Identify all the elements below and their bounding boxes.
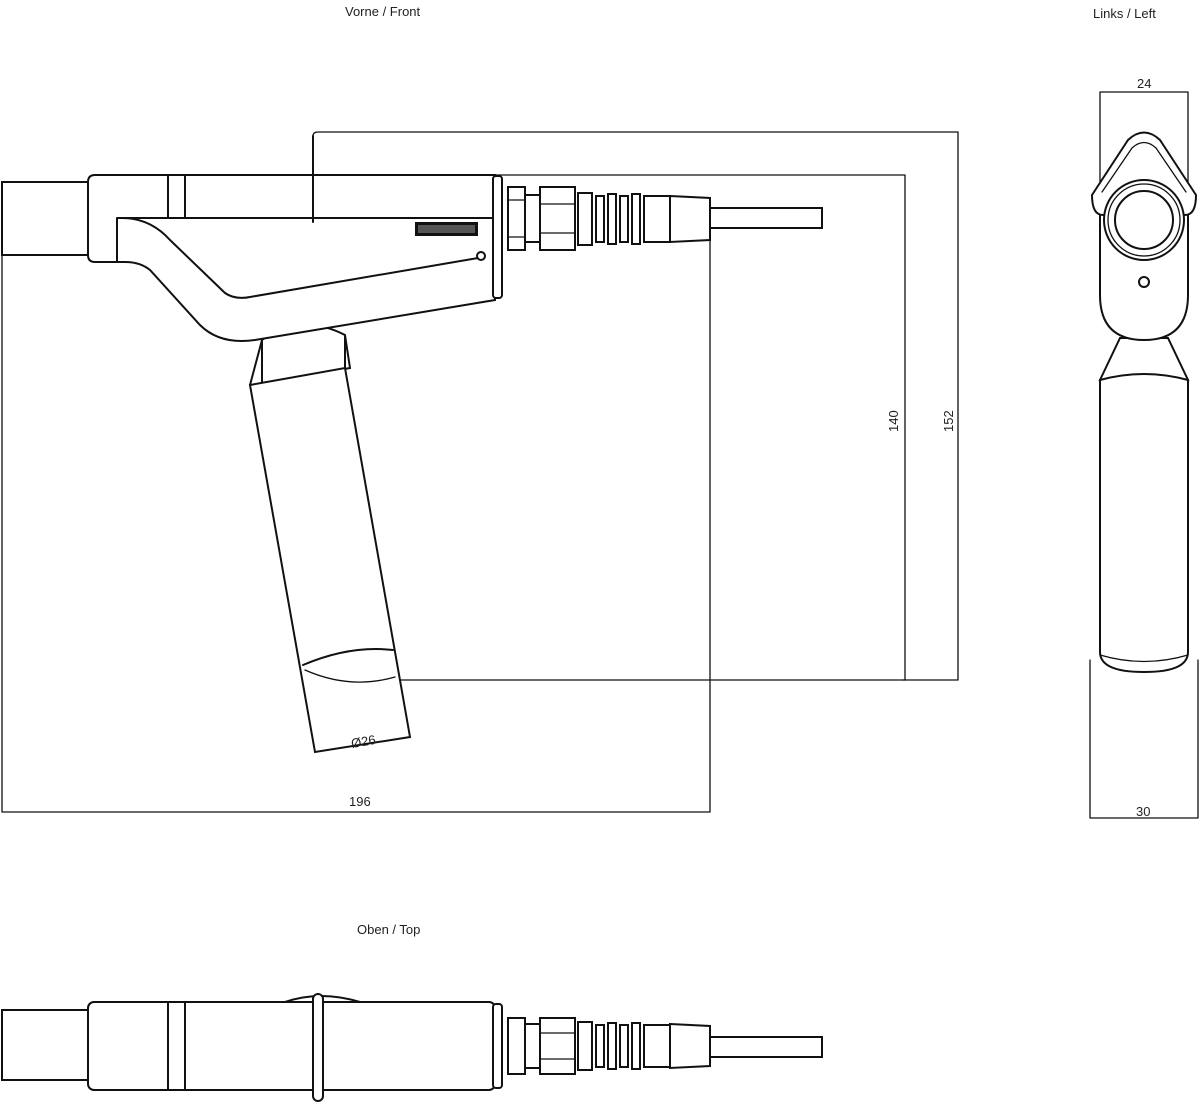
front-view: 196 140 152 Ø26 [1, 131, 959, 813]
top-view [1, 993, 823, 1102]
left-view-title: Links / Left [1093, 6, 1156, 21]
left-view: 24 30 [1089, 76, 1199, 819]
top-nozzle [1, 1009, 89, 1081]
grip: Ø26 [248, 323, 412, 754]
indicator-led [476, 251, 486, 261]
front-view-title: Vorne / Front [345, 4, 421, 19]
dim-overall-length: 196 [349, 794, 371, 809]
top-cable [709, 1036, 823, 1058]
dim-grip-width: 30 [1136, 804, 1150, 819]
cable-connector [507, 186, 823, 251]
nozzle [1, 181, 89, 256]
top-body [87, 1001, 496, 1091]
gun-body [87, 135, 503, 342]
dim-grip-diameter: Ø26 [350, 732, 377, 751]
dim-height-outer: 152 [941, 410, 956, 432]
dim-head-width: 24 [1137, 76, 1151, 91]
cable [709, 207, 823, 229]
top-view-title: Oben / Top [357, 922, 420, 937]
dim-height-inner: 140 [886, 410, 901, 432]
